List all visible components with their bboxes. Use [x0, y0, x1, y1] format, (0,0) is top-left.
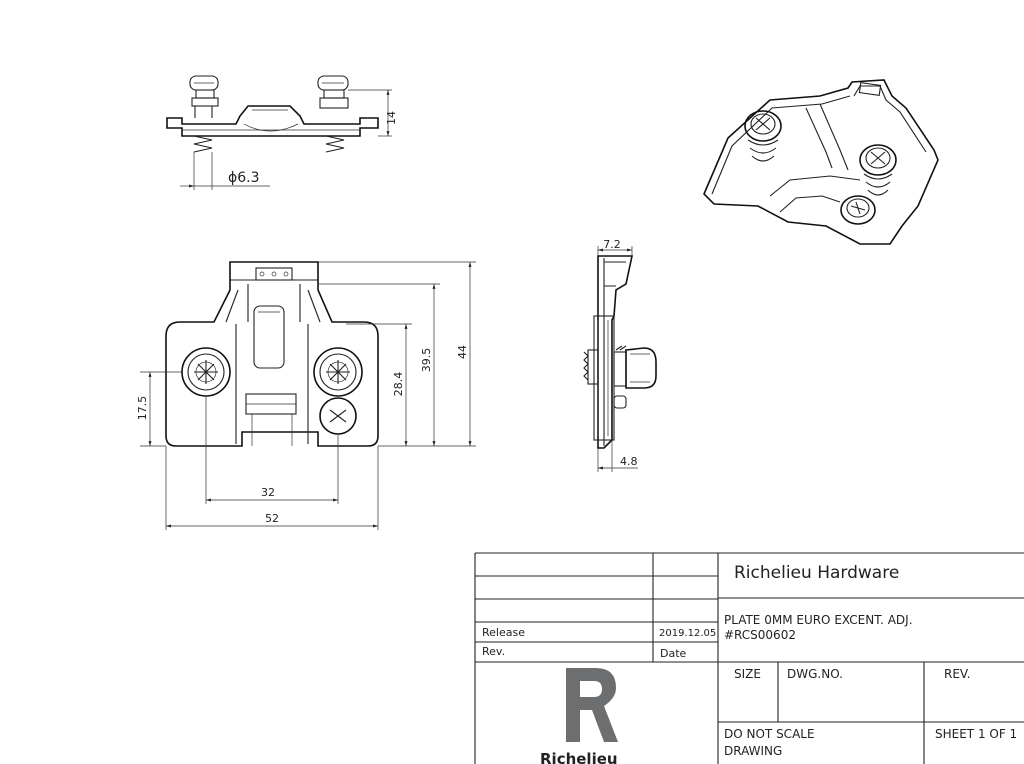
description-line1: PLATE 0MM EURO EXCENT. ADJ.: [724, 613, 913, 627]
dim-32: 32: [261, 486, 275, 499]
sheet-number: SHEET 1 OF 1: [935, 727, 1017, 741]
description-line2: #RCS00602: [724, 628, 796, 642]
date-label: Date: [660, 647, 687, 660]
dim-4-8: 4.8: [620, 455, 638, 468]
rev-label: Rev.: [482, 645, 505, 658]
top-view: 14 ϕ6.3: [166, 75, 398, 190]
isometric-view: [703, 79, 939, 245]
side-view: 7.2 4.8: [583, 238, 657, 472]
size-label: SIZE: [734, 667, 761, 681]
release-date: 2019.12.05: [659, 628, 716, 639]
iso-screw-front: [840, 195, 876, 225]
front-view: 17.5 28.4 39.5 44 32 52: [136, 261, 476, 530]
dim-28-4: 28.4: [392, 372, 405, 397]
logo-text: Richelieu: [540, 750, 618, 764]
iso-screw-right: [859, 144, 897, 196]
dim-top-height: 14: [385, 111, 398, 125]
dim-top-diameter: ϕ6.3: [228, 170, 260, 186]
dim-7-2: 7.2: [603, 238, 621, 251]
richelieu-logo: Richelieu: [540, 668, 618, 764]
dim-44: 44: [456, 345, 469, 359]
rev-col-label: REV.: [944, 667, 970, 681]
company-name: Richelieu Hardware: [734, 563, 899, 583]
dim-39-5: 39.5: [420, 348, 433, 373]
do-not-scale-line1: DO NOT SCALE: [724, 727, 815, 741]
dim-52: 52: [265, 512, 279, 525]
release-label: Release: [482, 626, 525, 639]
iso-screw-left: [744, 110, 782, 162]
dwg-label: DWG.NO.: [787, 667, 843, 681]
do-not-scale-line2: DRAWING: [724, 744, 782, 758]
dim-17-5: 17.5: [136, 396, 149, 421]
title-block: Richelieu Hardware Release 2019.12.05 Re…: [474, 552, 1024, 764]
